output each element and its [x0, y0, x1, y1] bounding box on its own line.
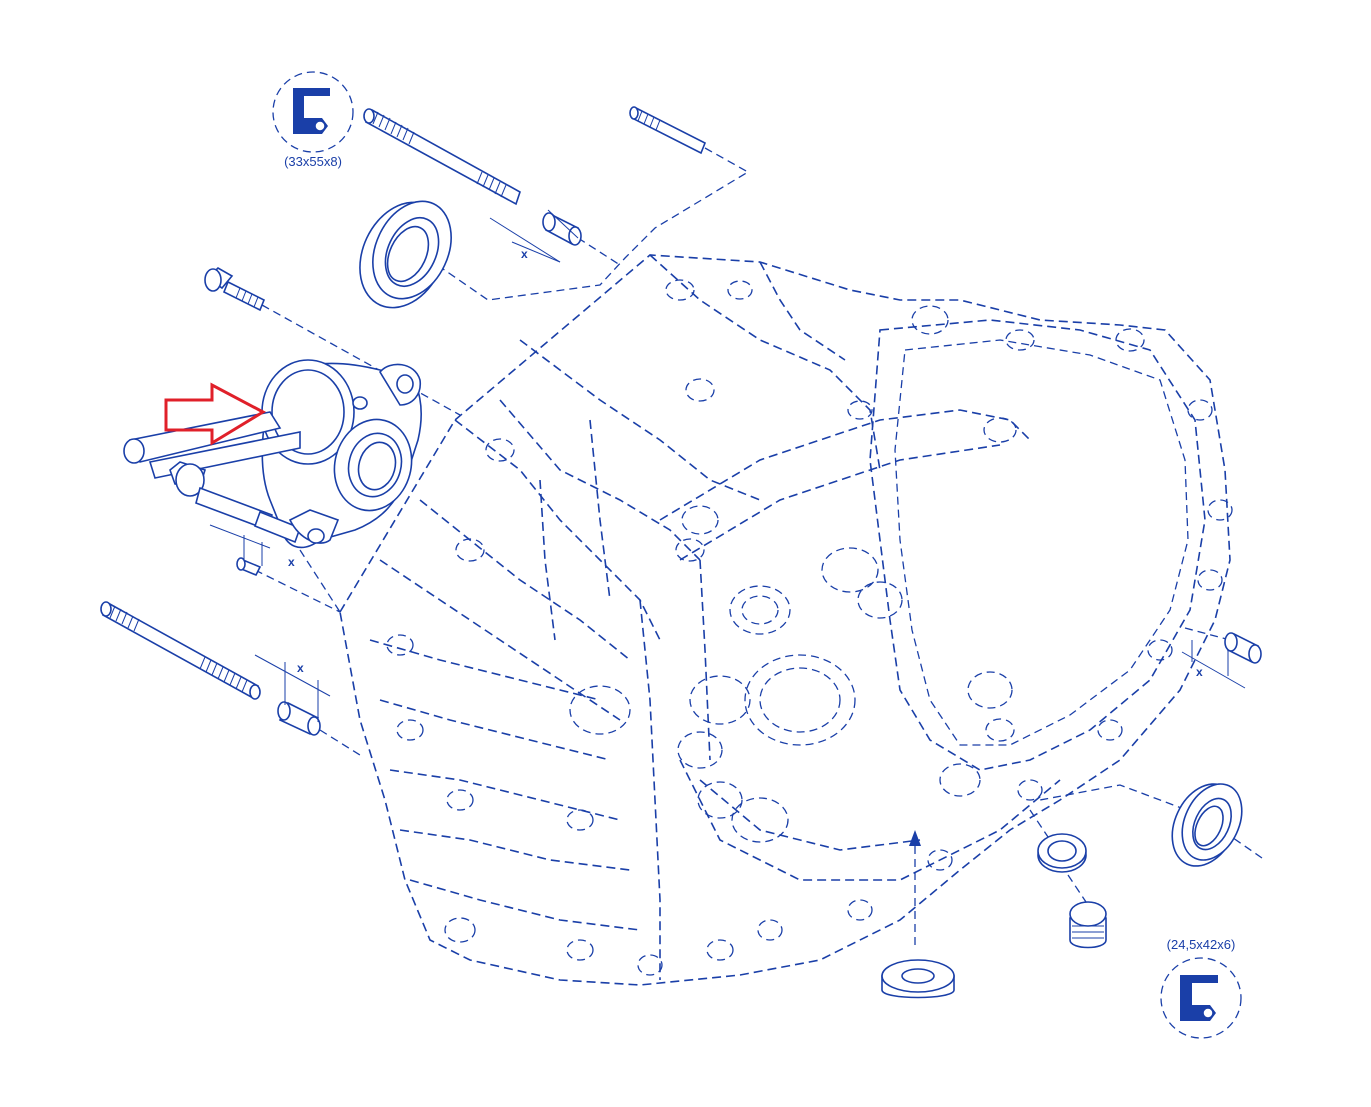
dim-x-left-label: x [297, 661, 304, 675]
seal-top-size-label: (33x55x8) [284, 154, 342, 169]
oil-seal-bottom [1171, 783, 1243, 867]
highlight-arrow-icon [164, 382, 267, 446]
sealing-washer-large [881, 959, 955, 999]
oil-seal-symbol-icon [1180, 975, 1218, 1021]
clutch-slave-cylinder [123, 359, 422, 549]
flange-bolt [204, 267, 266, 312]
assembly-direction-arrow [909, 830, 921, 846]
seal-spec-callout-bottom: (24,5x42x6) [1160, 937, 1242, 1039]
dowel-pin-right [1224, 632, 1262, 664]
dimension-x-top: x [489, 209, 579, 263]
seal-bottom-size-label: (24,5x42x6) [1167, 937, 1236, 952]
dim-x-slave-label: x [288, 555, 295, 569]
dimension-x-left: x [254, 654, 331, 722]
gearbox-housing-outline [339, 254, 1233, 986]
dowel-pin-slave [236, 557, 262, 577]
dowel-pin-top [542, 212, 582, 246]
seal-spec-callout-top: (33x55x8) [272, 71, 354, 169]
dim-x-right-label: x [1196, 665, 1203, 679]
stud-bolt-small [629, 106, 707, 155]
dimension-x-right: x [1181, 640, 1246, 689]
sealing-washer-small [1037, 833, 1087, 873]
stud-bolt-left [100, 601, 261, 700]
dimension-x-slave: x [209, 524, 295, 569]
stud-bolt-top [363, 108, 521, 206]
dim-x-top-label: x [521, 247, 528, 261]
oil-seal-top [359, 200, 452, 309]
assembly-leader-lines [254, 147, 1263, 945]
oil-seal-symbol-icon [293, 88, 330, 134]
dowel-pin-left [277, 701, 321, 736]
drain-plug [1069, 901, 1107, 949]
